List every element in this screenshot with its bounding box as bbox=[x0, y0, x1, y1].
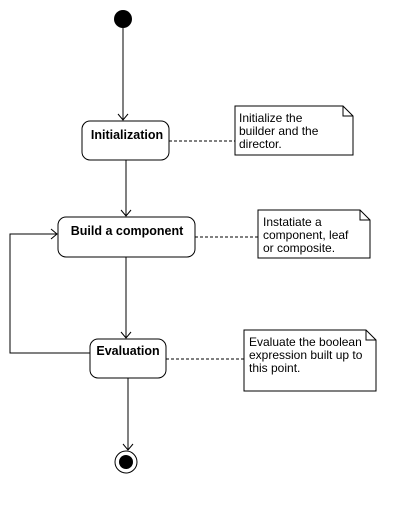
state-evaluation[interactable]: Evaluation bbox=[89, 338, 167, 379]
note-build-component[interactable]: Instatiate a component, leaf or composit… bbox=[257, 209, 371, 259]
note-evaluation-line-1: Evaluate the boolean bbox=[249, 335, 362, 349]
note-initialization[interactable]: Initialize the builder and the director. bbox=[234, 105, 354, 156]
initial-node[interactable] bbox=[114, 10, 132, 28]
edge-evaluation-loop-to-build bbox=[9, 228, 90, 354]
edge-start-to-initialization bbox=[117, 28, 129, 121]
note-evaluation-line-3: this point. bbox=[249, 361, 300, 375]
note-build-line-2: component, leaf bbox=[263, 228, 349, 242]
note-build-line-3: or composite. bbox=[263, 241, 335, 255]
edge-initialization-to-build bbox=[120, 160, 132, 217]
edge-evaluation-to-final bbox=[122, 378, 134, 451]
edge-build-to-evaluation bbox=[120, 257, 132, 339]
state-initialization[interactable]: Initialization bbox=[81, 120, 170, 161]
note-build-line-1: Instatiate a bbox=[263, 215, 322, 229]
note-initialization-line-2: builder and the bbox=[239, 124, 319, 138]
note-initialization-line-1: Initialize the bbox=[239, 111, 303, 125]
state-evaluation-label: Evaluation bbox=[96, 344, 159, 358]
state-build-component-label: Build a component bbox=[71, 224, 184, 238]
state-initialization-label: Initialization bbox=[91, 128, 163, 142]
final-node[interactable] bbox=[114, 450, 138, 474]
note-initialization-line-3: director. bbox=[239, 137, 282, 151]
state-build-component[interactable]: Build a component bbox=[57, 216, 196, 258]
note-evaluation[interactable]: Evaluate the boolean expression built up… bbox=[243, 329, 377, 392]
note-evaluation-line-2: expression built up to bbox=[249, 348, 363, 362]
